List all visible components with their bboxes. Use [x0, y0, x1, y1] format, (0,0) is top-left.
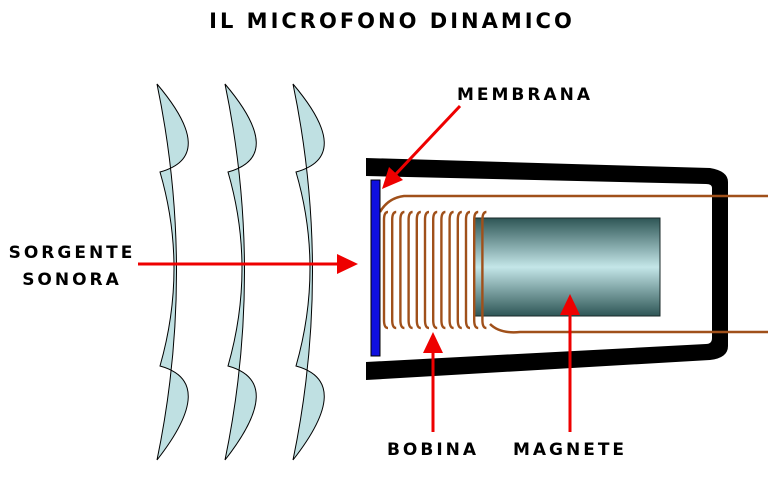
arrow-coil — [423, 332, 443, 432]
label-magnet: MAGNETE — [513, 440, 627, 460]
casing-top-wall — [366, 158, 728, 200]
coil-leads — [378, 194, 768, 334]
sound-waves — [156, 83, 325, 461]
coil-turn — [399, 210, 405, 330]
coil-turn — [382, 210, 389, 330]
label-coil: BOBINA — [387, 440, 479, 460]
label-membrane: MEMBRANA — [457, 85, 593, 105]
coil-turn — [481, 210, 487, 330]
sound-wave-1 — [156, 83, 189, 461]
coil-turn — [423, 210, 430, 330]
pointer-arrows — [138, 104, 580, 432]
coil — [382, 210, 487, 330]
sound-wave-2 — [224, 83, 257, 461]
casing-back-wall — [712, 196, 728, 334]
arrow-magnet — [560, 294, 580, 432]
coil-turn — [440, 210, 446, 330]
microphone-casing — [366, 158, 728, 380]
coil-turn — [456, 210, 462, 330]
diagram-title: IL MICROFONO DINAMICO — [209, 9, 575, 33]
arrow-sound-source — [138, 254, 358, 274]
coil-lead-bottom — [489, 323, 768, 334]
sound-wave-3 — [292, 83, 325, 461]
arrow-membrane — [382, 104, 462, 189]
coil-turn — [464, 210, 471, 330]
coil-turn — [473, 210, 479, 330]
coil-turn — [391, 210, 397, 330]
coil-turn — [448, 210, 454, 330]
magnet — [473, 217, 661, 317]
coil-lead-top — [378, 194, 768, 213]
casing-bottom-wall — [366, 330, 728, 380]
coil-turn — [432, 210, 438, 330]
membrane — [370, 179, 381, 357]
coil-turn — [407, 210, 413, 330]
label-sound-source-line2: SONORA — [22, 270, 122, 290]
coil-turn — [415, 210, 421, 330]
label-sound-source-line1: SORGENTE — [9, 243, 136, 263]
